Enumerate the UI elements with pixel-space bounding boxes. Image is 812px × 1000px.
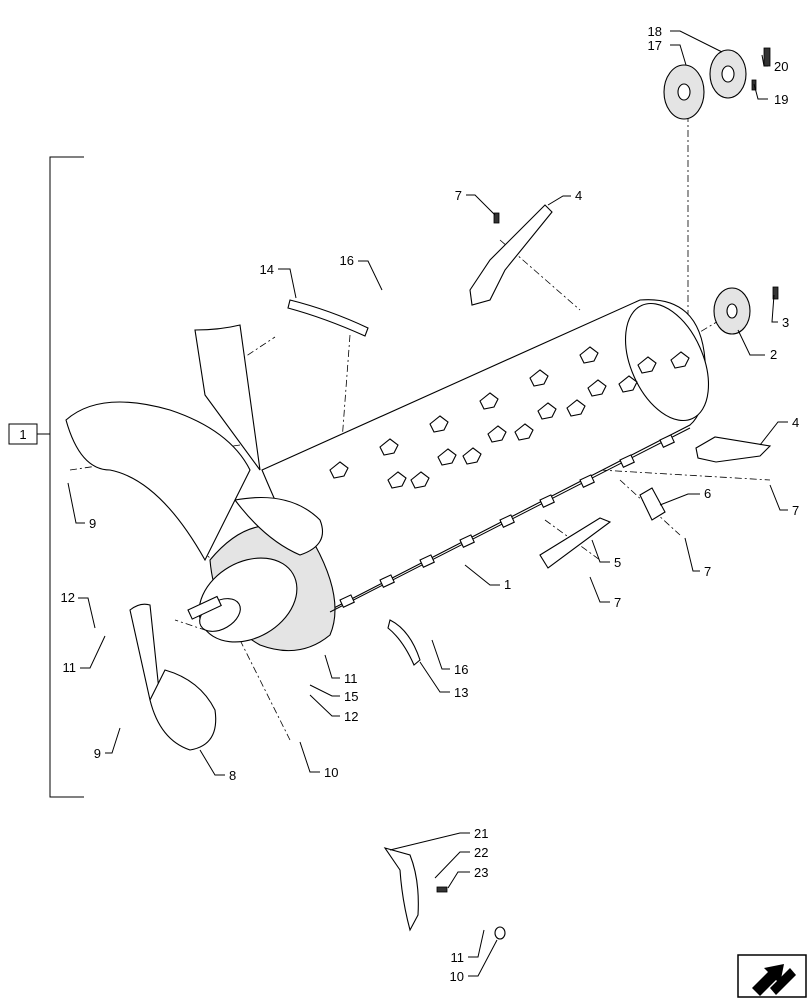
callout-7-mid: 7 (704, 564, 711, 579)
callout-16-upper: 16 (340, 253, 354, 268)
drum-paddle (462, 447, 482, 465)
strip-part-14 (287, 299, 369, 337)
drum-tooth (619, 454, 635, 468)
drum-paddle (379, 438, 399, 456)
drum-tooth (579, 474, 595, 488)
callout-7-right: 7 (792, 503, 799, 518)
paddle-part-21 (383, 847, 506, 940)
bracket-part-4-lower (695, 436, 772, 463)
bolt-7-upper (493, 212, 500, 224)
drum-paddle (487, 425, 507, 443)
assembly-box (8, 423, 38, 445)
callout-18: 18 (648, 24, 662, 39)
drum-tooth (539, 494, 555, 508)
callout-6: 6 (704, 486, 711, 501)
bar-part-5 (539, 517, 612, 569)
drum-paddle (514, 423, 534, 441)
drum-tooth (459, 534, 475, 548)
drum-tooth (339, 594, 355, 608)
callout-13: 13 (454, 685, 468, 700)
bracket-part-4-upper (469, 204, 553, 306)
callout-10-bottom: 10 (450, 969, 464, 984)
leader-lines (67, 30, 788, 977)
blade-part-13 (387, 619, 421, 666)
flighting-part-9 (65, 324, 261, 562)
callout-23: 23 (474, 865, 488, 880)
drum-paddle (566, 399, 586, 417)
callout-12-left: 12 (61, 590, 75, 605)
drum-paddle (587, 379, 607, 397)
callout-22: 22 (474, 845, 488, 860)
plate-part-2 (713, 286, 779, 335)
bolt-20 (763, 47, 771, 67)
flange-assembly-top (663, 47, 771, 120)
callout-11-mid: 11 (344, 671, 358, 686)
drum-paddle (479, 392, 499, 410)
callout-17: 17 (648, 38, 662, 53)
flighting-part-8 (129, 603, 217, 751)
drum-paddle (670, 351, 690, 369)
callout-8: 8 (229, 768, 236, 783)
drum-tooth (419, 554, 435, 568)
callout-labels: 18 17 20 19 7 4 14 16 3 2 4 6 7 9 5 7 1 … (61, 24, 800, 984)
nut-10 (494, 926, 506, 940)
callout-11-left: 11 (63, 660, 77, 675)
drum-tooth (659, 434, 675, 448)
drum-tooth (379, 574, 395, 588)
drum-paddle (329, 461, 349, 479)
drum-tooth (499, 514, 515, 528)
callout-19: 19 (774, 92, 788, 107)
drum-paddle (579, 346, 599, 364)
callout-3: 3 (782, 315, 789, 330)
callout-15: 15 (344, 689, 358, 704)
assembly-bracket: 1 (8, 156, 84, 798)
bolt-23 (436, 886, 448, 893)
callout-9-upper: 9 (89, 516, 96, 531)
callout-21: 21 (474, 826, 488, 841)
drum-paddle (437, 448, 457, 466)
arrow-icon[interactable] (737, 954, 807, 998)
drum-paddle (429, 415, 449, 433)
callout-14: 14 (260, 262, 274, 277)
callout-11-bottom: 11 (451, 950, 465, 965)
drum-paddle (537, 402, 557, 420)
rotor-drum (187, 299, 709, 652)
callout-7-lower: 7 (614, 595, 621, 610)
drum-paddle (387, 471, 407, 489)
drum-paddle (529, 369, 549, 387)
callout-5: 5 (614, 555, 621, 570)
drum-paddles (329, 346, 690, 608)
bolt-3 (772, 286, 779, 300)
callout-7-upper: 7 (455, 188, 462, 203)
bracket-part-6 (639, 487, 666, 521)
callout-12-mid: 12 (344, 709, 358, 724)
drum-paddle (637, 356, 657, 374)
callout-10-mid: 10 (324, 765, 338, 780)
callout-16-lower: 16 (454, 662, 468, 677)
callout-20: 20 (774, 59, 788, 74)
assembly-box-label: 1 (19, 427, 26, 442)
callout-4-lower: 4 (792, 415, 799, 430)
callout-1: 1 (504, 577, 511, 592)
callout-4-upper: 4 (575, 188, 582, 203)
drum-paddle (618, 375, 638, 393)
drum-paddle (410, 471, 430, 489)
callout-2: 2 (770, 347, 777, 362)
callout-9-lower: 9 (94, 746, 101, 761)
